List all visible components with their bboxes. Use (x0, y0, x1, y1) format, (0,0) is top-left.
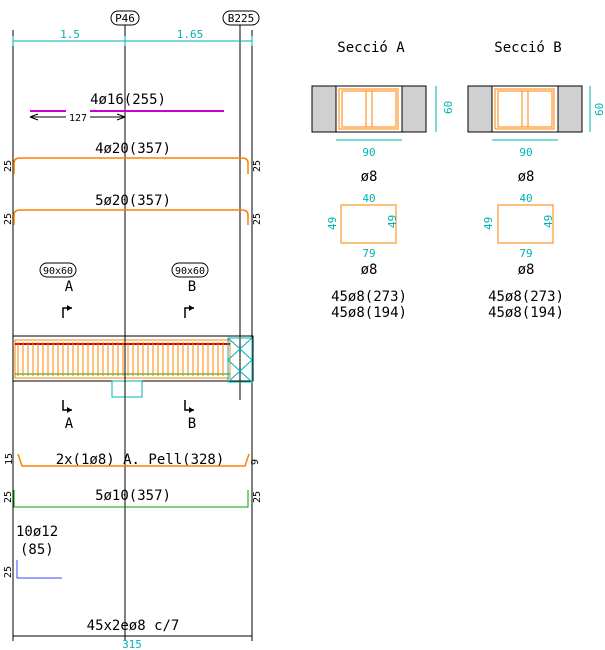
svg-text:4ø16(255): 4ø16(255) (90, 92, 166, 108)
svg-text:49: 49 (326, 217, 339, 230)
svg-text:90x60: 90x60 (175, 266, 205, 277)
section-a: Secció A 90 60 ø8 40 49 49 79 ø8 45ø8(27… (311, 40, 455, 321)
svg-text:15: 15 (4, 453, 15, 465)
svg-text:49: 49 (482, 217, 495, 230)
column-tag-left: P46 (110, 10, 140, 26)
svg-text:25: 25 (252, 491, 263, 503)
svg-text:(85): (85) (20, 542, 54, 558)
svg-text:10ø12: 10ø12 (16, 524, 58, 540)
svg-text:60: 60 (593, 103, 605, 116)
top-dimension: 1.5 1.65 (12, 28, 253, 46)
svg-text:90x60: 90x60 (43, 266, 73, 277)
svg-text:90: 90 (519, 146, 532, 159)
svg-text:127: 127 (69, 113, 87, 124)
svg-text:A: A (65, 416, 74, 432)
svg-text:40: 40 (362, 192, 375, 205)
svg-text:4ø20(357): 4ø20(357) (95, 141, 171, 157)
svg-text:45ø8(273): 45ø8(273) (488, 289, 564, 305)
svg-text:ø8: ø8 (361, 169, 378, 185)
bar-4o20: 4ø20(357) 25 25 (3, 141, 263, 174)
section-b-title: Secció B (494, 40, 561, 56)
svg-text:25: 25 (3, 213, 14, 225)
svg-text:B: B (188, 416, 196, 432)
svg-text:40: 40 (519, 192, 532, 205)
section-mark-b-lower: B (184, 400, 196, 432)
svg-text:315: 315 (122, 638, 142, 650)
svg-text:P46: P46 (115, 12, 135, 25)
svg-text:9: 9 (250, 459, 261, 465)
svg-text:25: 25 (252, 160, 263, 172)
svg-text:60: 60 (442, 101, 455, 114)
total-dimension: 315 (12, 631, 253, 650)
section-a-title: Secció A (337, 40, 405, 56)
svg-text:45ø8(194): 45ø8(194) (331, 305, 407, 321)
svg-text:5ø20(357): 5ø20(357) (95, 193, 171, 209)
svg-text:25: 25 (252, 213, 263, 225)
stirrups-label: 45x2eø8 c/7 (87, 618, 180, 634)
svg-text:1.65: 1.65 (177, 28, 204, 41)
section-mark-b-upper: 90x60 B (171, 262, 209, 318)
svg-text:1.5: 1.5 (60, 28, 80, 41)
svg-text:90: 90 (362, 146, 375, 159)
svg-text:49: 49 (542, 215, 555, 228)
svg-text:49: 49 (386, 215, 399, 228)
svg-text:A: A (65, 279, 74, 295)
svg-text:25: 25 (3, 566, 14, 578)
svg-text:B225: B225 (228, 12, 255, 25)
section-b: Secció B 90 60 ø8 40 49 49 79 ø8 45ø8(27… (467, 40, 605, 321)
svg-text:45ø8(273): 45ø8(273) (331, 289, 407, 305)
column-tag-right: B225 (222, 10, 260, 26)
svg-text:ø8: ø8 (361, 262, 378, 278)
svg-text:B: B (188, 279, 196, 295)
svg-text:79: 79 (362, 247, 375, 260)
svg-text:ø8: ø8 (518, 169, 535, 185)
bar-4o16: 4ø16(255) 127 (29, 92, 224, 124)
bar-5o10: 5ø10(357) 25 25 (3, 488, 263, 508)
section-mark-a-lower: A (62, 400, 74, 432)
svg-text:45ø8(194): 45ø8(194) (488, 305, 564, 321)
bar-skin: 2x(1ø8) A. Pell(328) 15 9 (4, 452, 261, 468)
svg-text:5ø10(357): 5ø10(357) (95, 488, 171, 504)
beam-elevation (12, 335, 254, 398)
section-mark-a-upper: 90x60 A (39, 262, 77, 318)
bar-5o20: 5ø20(357) 25 25 (3, 193, 263, 225)
svg-text:ø8: ø8 (518, 262, 535, 278)
bar-10o12: 10ø12 (85) 25 (3, 524, 62, 579)
svg-text:25: 25 (3, 491, 14, 503)
svg-text:2x(1ø8) A. Pell(328): 2x(1ø8) A. Pell(328) (56, 452, 225, 468)
svg-text:79: 79 (519, 247, 532, 260)
svg-text:25: 25 (3, 160, 14, 172)
